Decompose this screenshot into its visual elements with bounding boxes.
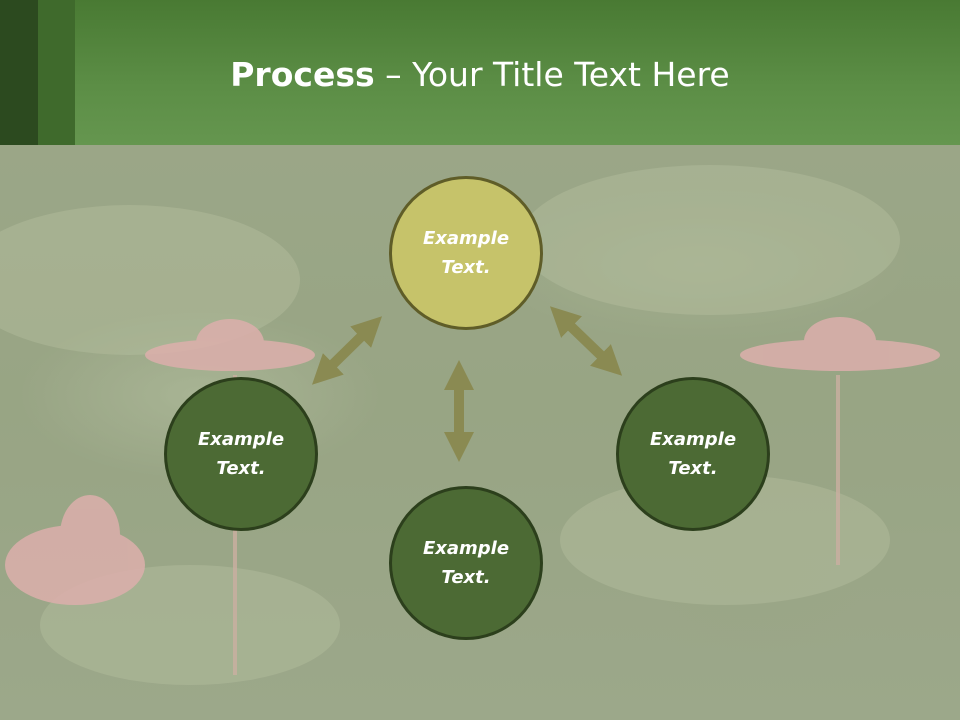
flower-center — [60, 495, 120, 575]
process-step-bottom-label: Example Text. — [422, 538, 510, 588]
lily-pad — [520, 165, 900, 315]
flower-center — [804, 317, 876, 365]
process-step-right-label: Example Text. — [649, 429, 737, 479]
process-step-left-label: Example Text. — [197, 429, 285, 479]
process-step-left[interactable]: Example Text. — [164, 377, 318, 531]
slide-title-bold: Process — [230, 55, 375, 94]
title-bar: Process – Your Title Text Here — [0, 0, 960, 145]
process-step-top-label: Example Text. — [422, 228, 510, 278]
slide-title-rest: – Your Title Text Here — [374, 55, 730, 94]
slide-title: Process – Your Title Text Here — [0, 52, 960, 98]
flower-center — [196, 319, 264, 367]
process-step-bottom[interactable]: Example Text. — [389, 486, 543, 640]
double-arrow-icon — [549, 306, 623, 376]
header-accent-mid — [38, 0, 75, 145]
double-arrow-icon — [312, 316, 382, 385]
process-step-right[interactable]: Example Text. — [616, 377, 770, 531]
process-step-top[interactable]: Example Text. — [389, 176, 543, 330]
flowers — [5, 317, 940, 605]
flower-stem — [836, 375, 840, 565]
header-accent-dark — [0, 0, 38, 145]
